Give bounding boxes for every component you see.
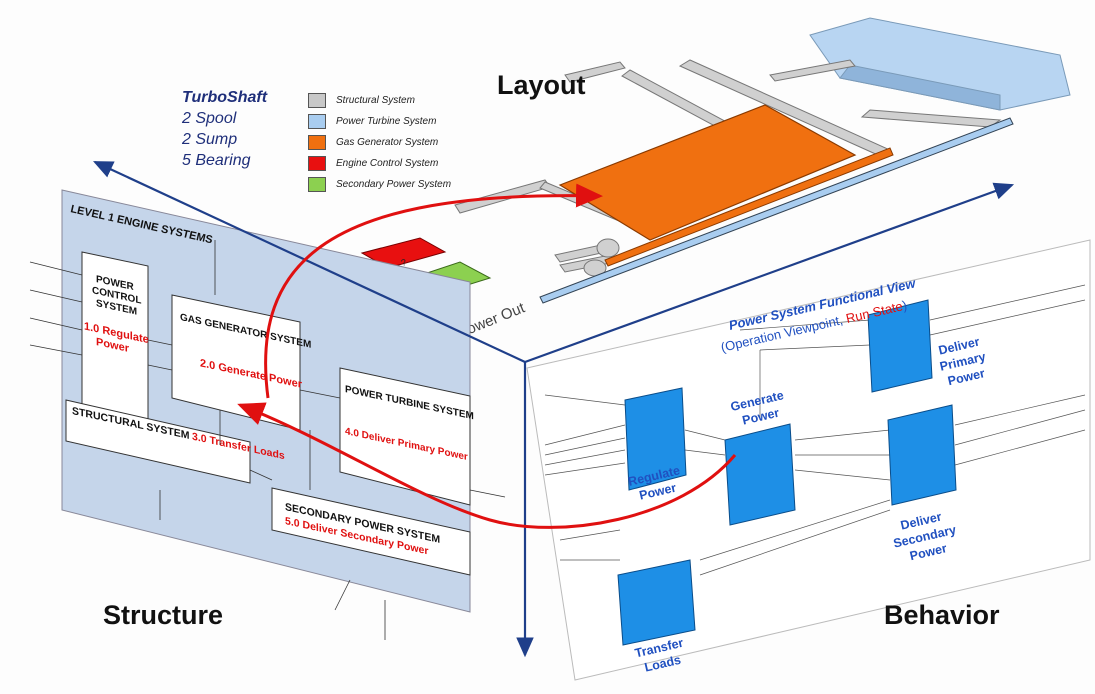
legend-label: Secondary Power System xyxy=(336,178,452,190)
power-turbine-box xyxy=(339,367,471,506)
legend-item: Secondary Power System xyxy=(308,176,451,192)
legend-label: Engine Control System xyxy=(336,157,439,169)
bearing-count: 5 Bearing xyxy=(182,152,251,169)
deliver-primary-block xyxy=(867,299,933,393)
regulate-power-block xyxy=(624,387,687,491)
layout-title: Layout xyxy=(497,70,586,100)
legend-swatch xyxy=(308,176,326,192)
legend-item: Structural System xyxy=(308,92,415,108)
deliver-secondary-block xyxy=(887,404,957,506)
engine-control-question: ? xyxy=(400,257,407,268)
legend-label: Structural System xyxy=(336,94,415,106)
legend-label: Power Turbine System xyxy=(336,115,437,127)
power-turbine-shaft xyxy=(539,117,1014,304)
behavior-subtitle: ) xyxy=(901,297,909,313)
spool-count: 2 Spool xyxy=(182,110,237,127)
gas-generator-block xyxy=(558,104,857,241)
view-axes xyxy=(93,161,1015,658)
sump-count: 2 Sump xyxy=(182,131,238,148)
legend-item: Gas Generator System xyxy=(308,134,438,150)
structure-axis xyxy=(93,161,526,363)
structure-to-layout-arrow xyxy=(264,183,603,399)
behavior-title: Behavior xyxy=(884,600,1000,630)
transfer-loads-block xyxy=(617,559,696,646)
legend-label: Gas Generator System xyxy=(336,136,439,148)
engine-type: TurboShaft xyxy=(182,89,268,106)
behavior-to-structure-arrow xyxy=(237,402,737,529)
behavior-axis xyxy=(524,182,1015,364)
legend-swatch xyxy=(308,134,326,150)
structural-box xyxy=(65,399,251,484)
legend-item: Engine Control System xyxy=(308,155,438,171)
legend-swatch xyxy=(308,155,326,171)
generate-power-block xyxy=(724,423,796,526)
legend-swatch xyxy=(308,113,326,129)
legend-swatch xyxy=(308,92,326,108)
structure-title: Structure xyxy=(103,600,224,630)
secondary-power-box xyxy=(271,487,471,576)
layout-view: ? ? Power Out xyxy=(360,17,1071,342)
behavior-view: Power System Functional View (Operation … xyxy=(526,239,1091,681)
legend-item: Power Turbine System xyxy=(308,113,436,129)
